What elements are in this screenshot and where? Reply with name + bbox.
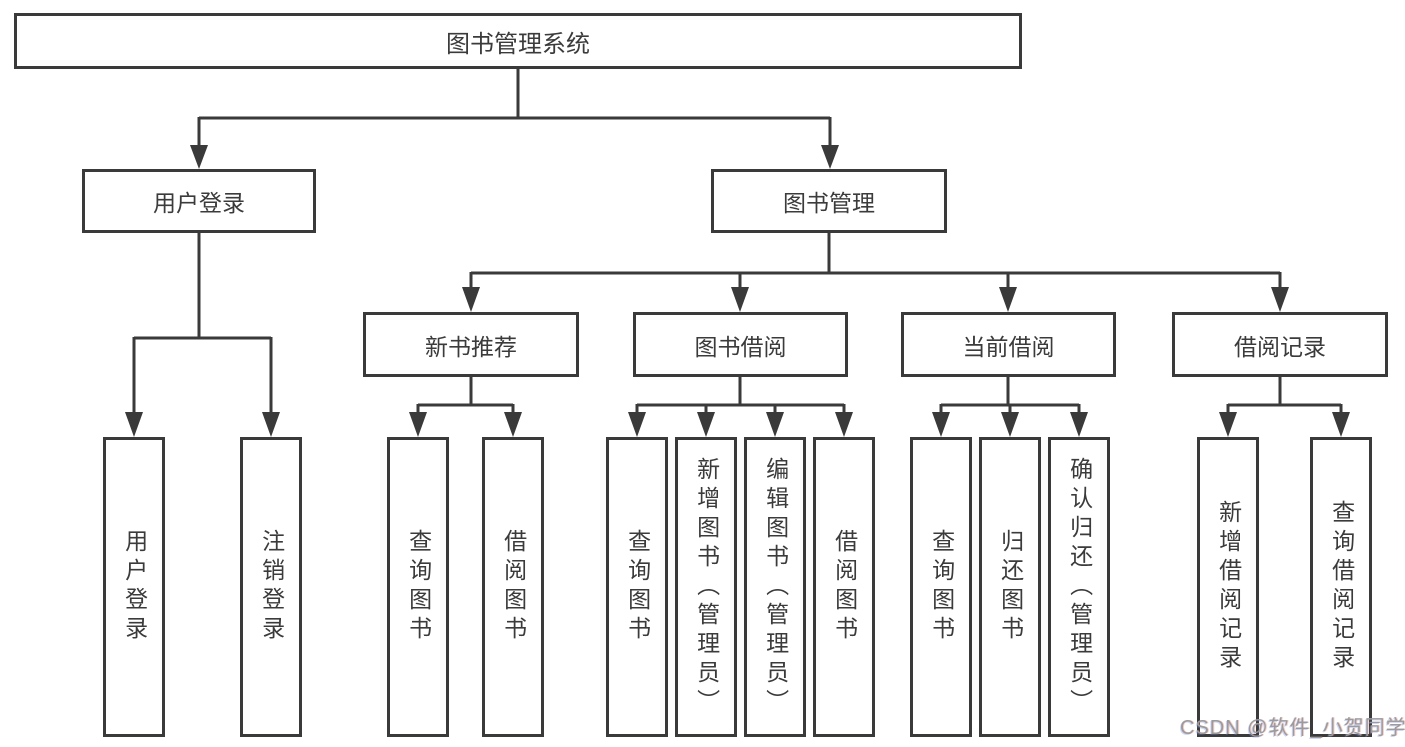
node-book-borrow: 图书借阅 [633, 312, 848, 377]
leaf-logout: 注销登录 [240, 437, 302, 737]
leaf-user-login: 用户登录 [103, 437, 165, 737]
leaf-borrow-books-recommend: 借阅图书 [482, 437, 544, 737]
connector-root-to-level2 [190, 67, 839, 169]
leaf-add-book-admin: 新增图书（管理员） [675, 437, 737, 737]
leaf-label: 新增图书（管理员） [693, 456, 720, 718]
leaf-label: 查询借阅记录 [1328, 500, 1355, 674]
leaf-return-book: 归还图书 [979, 437, 1041, 737]
node-user-login: 用户登录 [82, 169, 316, 233]
node-new-book-recommend: 新书推荐 [363, 312, 579, 377]
leaf-query-books-current: 查询图书 [910, 437, 972, 737]
leaf-label: 注销登录 [258, 529, 285, 645]
leaf-label: 查询图书 [405, 529, 432, 645]
leaf-label: 借阅图书 [500, 529, 527, 645]
leaf-query-books-borrow: 查询图书 [606, 437, 668, 737]
leaf-label: 确认归还（管理员） [1066, 456, 1093, 718]
leaf-label: 归还图书 [997, 529, 1024, 645]
leaf-label: 用户登录 [121, 529, 148, 645]
node-library-system: 图书管理系统 [14, 13, 1022, 69]
leaf-edit-book-admin: 编辑图书（管理员） [744, 437, 806, 737]
connector-book-borrow-children [628, 376, 853, 437]
node-borrow-records: 借阅记录 [1172, 312, 1388, 377]
leaf-label: 借阅图书 [831, 529, 858, 645]
leaf-borrow-books: 借阅图书 [813, 437, 875, 737]
connector-book-management-children [462, 232, 1289, 312]
node-book-management: 图书管理 [711, 169, 947, 233]
leaf-label: 查询图书 [928, 529, 955, 645]
leaf-query-borrow-record: 查询借阅记录 [1310, 437, 1372, 737]
leaf-add-borrow-record: 新增借阅记录 [1197, 437, 1259, 737]
leaf-confirm-return-admin: 确认归还（管理员） [1048, 437, 1110, 737]
connector-current-borrow-children [932, 376, 1088, 437]
leaf-label: 编辑图书（管理员） [762, 456, 789, 718]
leaf-label: 新增借阅记录 [1215, 500, 1242, 674]
leaf-label: 查询图书 [624, 529, 651, 645]
connector-user-login-children [125, 232, 280, 437]
connector-new-book-children [409, 376, 522, 437]
leaf-query-books-recommend: 查询图书 [387, 437, 449, 737]
connector-borrow-record-children [1219, 376, 1350, 437]
csdn-watermark: CSDN @软件_小贺同学 [1180, 717, 1405, 739]
node-current-borrow: 当前借阅 [901, 312, 1116, 377]
